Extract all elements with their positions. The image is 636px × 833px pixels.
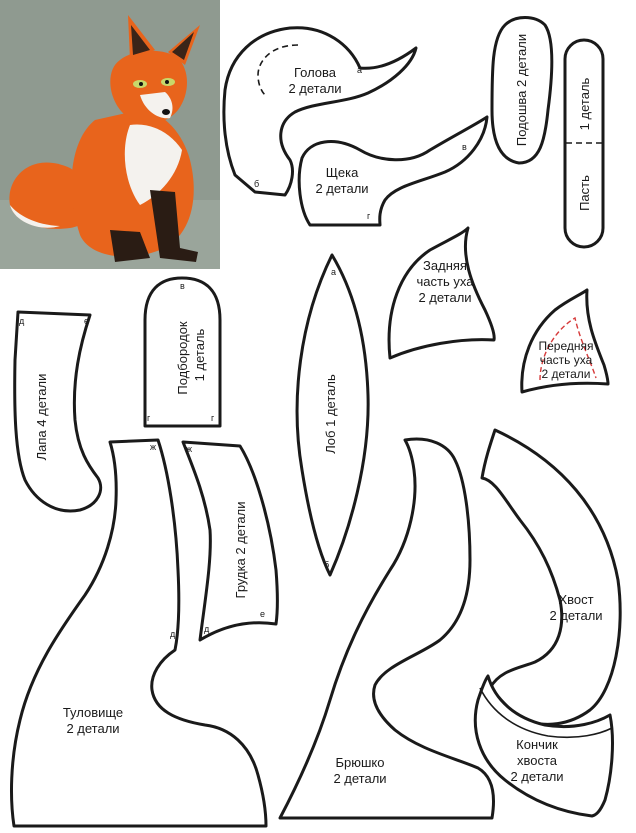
mouth-outline xyxy=(563,38,605,249)
body-outline xyxy=(10,438,268,828)
head-mark-b: б xyxy=(254,179,259,189)
cheek-count: 2 детали xyxy=(315,181,368,196)
front-ear-outline xyxy=(520,288,610,394)
head-outline xyxy=(222,26,418,197)
mouth-count: 1 деталь xyxy=(577,77,592,130)
body-mark-d: д xyxy=(170,629,176,639)
belly-outline xyxy=(278,437,495,820)
fox-toy-photo xyxy=(0,0,220,269)
chin-piece: Подбородок 1 деталь в г г xyxy=(143,276,222,428)
tail-tip-line3: 2 детали xyxy=(510,769,563,784)
back-ear-outline xyxy=(387,226,496,360)
chest-mark-zh: ж xyxy=(186,444,192,454)
belly-count: 2 детали xyxy=(333,771,386,786)
sole-label: Подошва 2 детали xyxy=(514,34,529,146)
front-ear-line3: 2 детали xyxy=(541,367,590,381)
sole-outline xyxy=(490,16,554,165)
mouth-name: Пасть xyxy=(577,175,592,211)
tail-tip-seam xyxy=(479,687,613,739)
tail-tip-line1: Кончик xyxy=(516,737,558,752)
back-ear-line3: 2 детали xyxy=(418,290,471,305)
back-ear-line2: часть уха xyxy=(417,274,475,289)
forehead-outline xyxy=(295,253,370,577)
cheek-mark-g: г xyxy=(367,211,371,221)
tail-outline xyxy=(480,428,622,726)
front-ear-line1: Передняя xyxy=(538,339,593,353)
cheek-mark-v: в xyxy=(462,142,467,152)
head-mark-a: а xyxy=(357,65,362,75)
chest-outline xyxy=(181,440,279,642)
cheek-outline xyxy=(297,115,489,227)
mouth-piece: Пасть 1 деталь xyxy=(563,38,605,249)
belly-piece: Брюшко 2 детали xyxy=(278,437,495,820)
tail-count: 2 детали xyxy=(549,608,602,623)
body-piece: Туловище 2 детали ж д xyxy=(10,438,268,828)
fox-toy-illustration xyxy=(0,0,220,269)
back-ear-piece: Задняя часть уха 2 детали xyxy=(387,226,496,360)
cheek-piece: Щека 2 детали в г xyxy=(297,115,489,227)
head-piece: Голова 2 детали а б xyxy=(222,26,418,197)
chest-piece: Грудка 2 детали ж д е xyxy=(181,440,279,642)
chin-mark-g1: г xyxy=(147,413,151,423)
forehead-label: Лоб 1 деталь xyxy=(323,374,338,454)
cheek-name: Щека xyxy=(326,165,359,180)
chin-count: 1 деталь xyxy=(192,328,207,381)
back-ear-line1: Задняя xyxy=(423,258,467,273)
head-name: Голова xyxy=(294,65,337,80)
forehead-piece: Лоб 1 деталь а б xyxy=(295,253,370,577)
chin-mark-g2: г xyxy=(211,413,215,423)
paw-outline xyxy=(13,310,103,513)
tail-tip-line2: хвоста xyxy=(517,753,558,768)
paw-piece: Лапа 4 детали д е xyxy=(13,310,103,513)
tail-piece: Хвост 2 детали xyxy=(480,428,622,726)
front-ear-stitch-line xyxy=(539,316,597,381)
chest-label: Грудка 2 детали xyxy=(233,502,248,599)
belly-name: Брюшко xyxy=(335,755,384,770)
body-name: Туловище xyxy=(63,705,123,720)
front-ear-piece: Передняя часть уха 2 детали xyxy=(520,288,610,394)
tail-name: Хвост xyxy=(558,592,593,607)
tail-tip-piece: Кончик хвоста 2 детали xyxy=(473,674,614,818)
head-dart-line xyxy=(257,44,299,96)
body-count: 2 детали xyxy=(66,721,119,736)
chin-outline xyxy=(143,276,222,428)
sole-piece: Подошва 2 детали xyxy=(490,16,554,165)
paw-mark-d: д xyxy=(19,316,25,326)
forehead-mark-b: б xyxy=(324,560,329,570)
head-count: 2 детали xyxy=(288,81,341,96)
chin-name: Подбородок xyxy=(175,321,190,395)
chest-mark-e: е xyxy=(260,609,265,619)
forehead-mark-a: а xyxy=(331,267,336,277)
tail-tip-outline xyxy=(473,674,614,818)
chin-mark-v: в xyxy=(180,281,185,291)
paw-label: Лапа 4 детали xyxy=(34,374,49,461)
paw-mark-e: е xyxy=(84,316,89,326)
front-ear-line2: часть уха xyxy=(540,353,593,367)
chest-mark-d: д xyxy=(204,624,210,634)
body-mark-zh: ж xyxy=(150,442,156,452)
